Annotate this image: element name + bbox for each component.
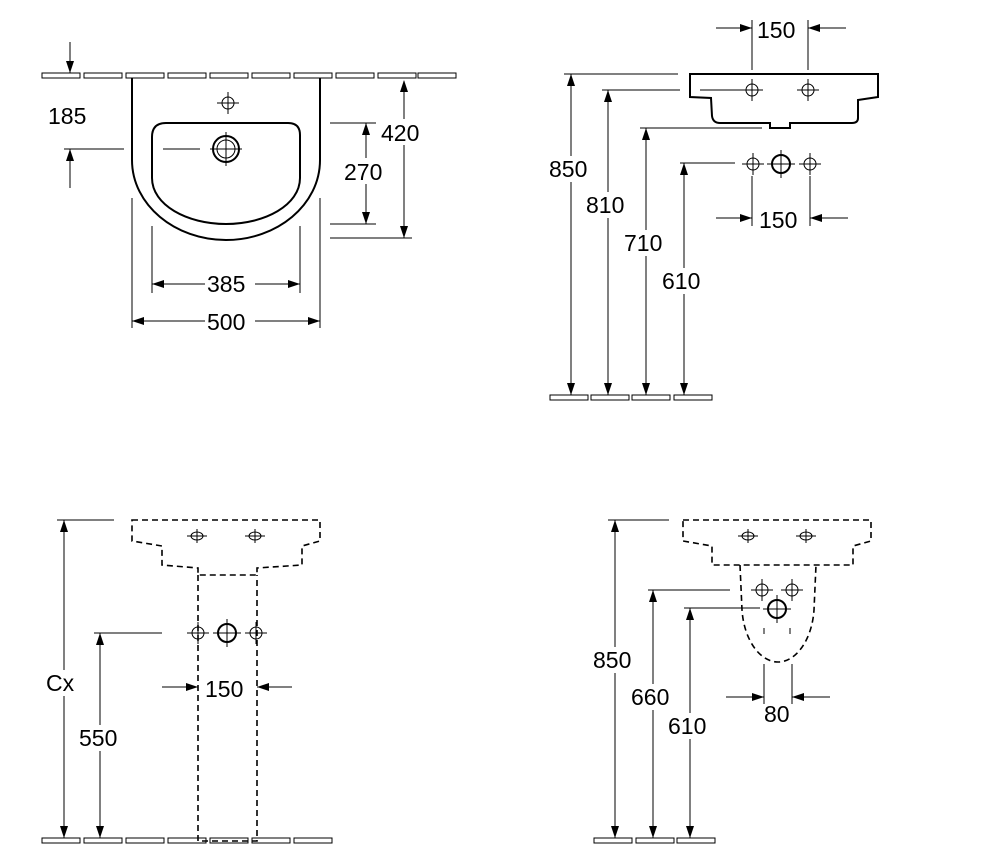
- tap-hole-icon: [796, 528, 816, 544]
- top-view: 185 420 270 385 500: [41, 42, 457, 335]
- dim-420-label: 420: [381, 120, 419, 146]
- dim-850-semi-label: 850: [593, 647, 631, 673]
- tap-hole-icon: [245, 528, 265, 544]
- semi-pedestal-dashed-outline: [739, 564, 817, 663]
- floor-tiles: [41, 837, 333, 844]
- dim-150-pedestal-label: 150: [205, 676, 243, 702]
- dim-80-label: 80: [764, 701, 790, 727]
- pedestal-view: 150 Cx 550: [41, 519, 333, 844]
- basin-dashed-outline: [131, 519, 321, 576]
- fixing-hole-icon: [741, 152, 765, 176]
- dim-385-label: 385: [207, 271, 245, 297]
- side-view: 150 150 850 810: [548, 17, 879, 401]
- waste-hole-icon: [213, 619, 241, 647]
- dim-810-label: 810: [586, 192, 624, 218]
- dim-cx-label: Cx: [46, 670, 75, 696]
- dim-660-label: 660: [631, 684, 669, 710]
- dim-150-bottom-label: 150: [759, 207, 797, 233]
- fixing-hole-icon: [798, 152, 822, 176]
- semi-pedestal-view: 80 850 660 610: [592, 519, 872, 844]
- dim-500-label: 500: [207, 309, 245, 335]
- fixing-hole-icon: [780, 578, 804, 602]
- pedestal-dashed-outline: [197, 575, 258, 842]
- dim-270-label: 270: [344, 159, 382, 185]
- tap-hole-icon: [187, 528, 207, 544]
- basin-dashed-outline: [682, 519, 872, 566]
- fixing-hole-icon: [186, 621, 210, 645]
- tap-hole-icon: [740, 78, 764, 102]
- fixing-hole-icon: [244, 621, 268, 645]
- fixing-hole-icon: [750, 578, 774, 602]
- dim-850-label: 850: [549, 156, 587, 182]
- waste-outlet-icon: [210, 132, 242, 166]
- basin-outline: [131, 78, 321, 242]
- tap-hole-icon: [216, 91, 240, 115]
- dim-550-label: 550: [79, 725, 117, 751]
- floor-tiles: [549, 394, 713, 401]
- dim-150-top-label: 150: [757, 17, 795, 43]
- dim-185-label: 185: [48, 103, 86, 129]
- waste-hole-icon: [763, 595, 791, 623]
- basin-side-outline: [689, 73, 879, 129]
- tap-hole-icon: [796, 78, 820, 102]
- waste-hole-icon: [767, 150, 795, 178]
- dim-610-semi-label: 610: [668, 713, 706, 739]
- tap-hole-icon: [738, 528, 758, 544]
- dim-710-label: 710: [624, 230, 662, 256]
- dim-610-label: 610: [662, 268, 700, 294]
- floor-tiles: [593, 837, 716, 844]
- wall-tiles: [41, 72, 457, 79]
- bowl-outline: [151, 122, 301, 226]
